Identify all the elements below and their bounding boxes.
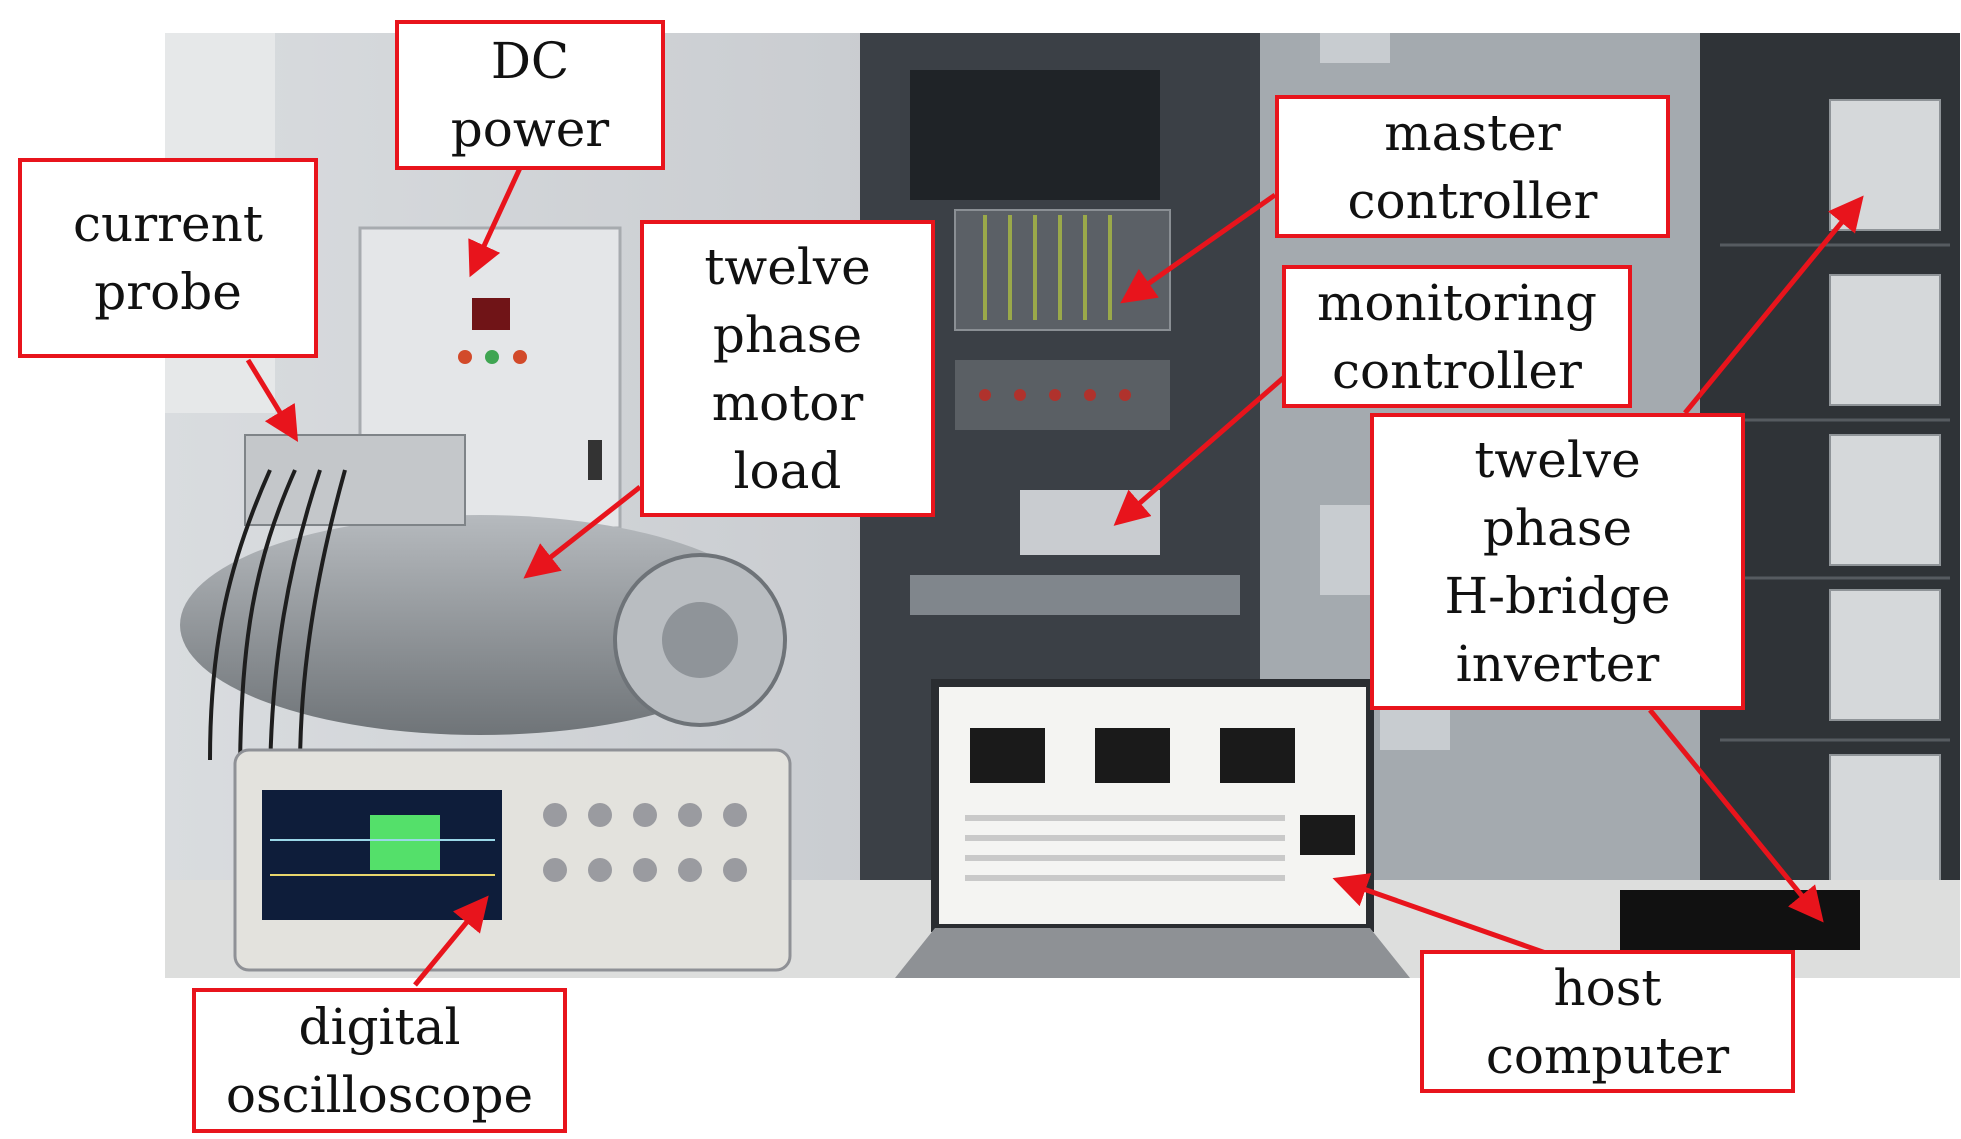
current-probe-label: current probe bbox=[18, 158, 318, 358]
monitoring-controller-box bbox=[1020, 490, 1160, 555]
digital-oscilloscope-label: digital oscilloscope bbox=[192, 988, 567, 1133]
laptop-screen bbox=[931, 679, 1374, 932]
dc-power-display bbox=[472, 298, 510, 330]
twelve-phase-hbridge-inverter-label: twelve phase H-bridge inverter bbox=[1370, 413, 1745, 710]
dc-power-label: DC power bbox=[395, 20, 665, 170]
annotation-arrows bbox=[245, 166, 1864, 987]
twelve-phase-motor-load-label: twelve phase motor load bbox=[640, 220, 935, 517]
host-computer-label: host computer bbox=[1420, 950, 1795, 1093]
laptop-keyboard bbox=[895, 928, 1410, 978]
monitoring-controller-label: monitoring controller bbox=[1282, 265, 1632, 408]
master-controller-label: master controller bbox=[1275, 95, 1670, 238]
master-controller-board bbox=[954, 209, 1171, 331]
